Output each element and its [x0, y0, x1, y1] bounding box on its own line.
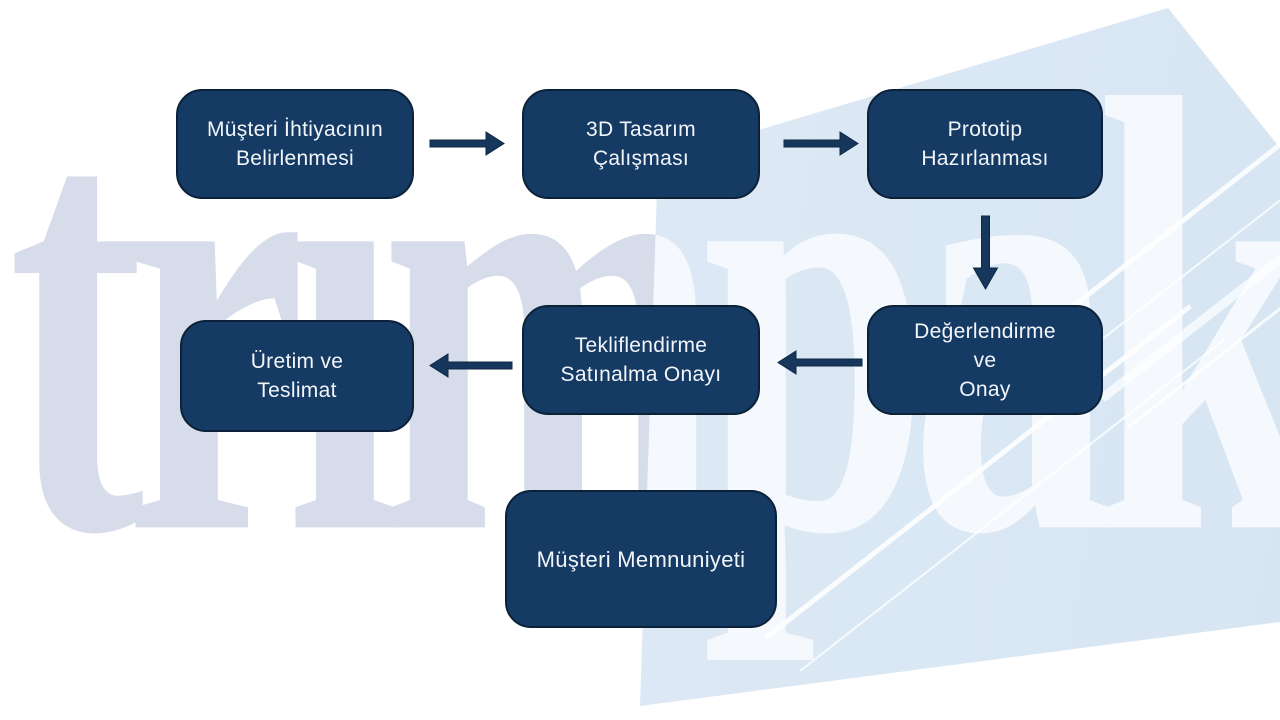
arrow-step5-to-step6: [429, 353, 513, 378]
flow-node-step-2: 3D Tasarım Çalışması: [522, 89, 760, 199]
flow-node-step-3: Prototip Hazırlanması: [867, 89, 1103, 199]
arrow-step2-to-step3: [783, 131, 859, 156]
flow-node-step-6-label: Üretim ve Teslimat: [250, 350, 344, 402]
flow-node-step-6: Üretim ve Teslimat: [180, 320, 414, 432]
flow-node-step-7-label: Müşteri Memnuniyeti: [536, 546, 746, 572]
flow-node-step-5: Tekliflendirme Satınalma Onayı: [522, 305, 760, 415]
arrow-step1-to-step2: [429, 131, 505, 156]
flow-node-step-3-label: Prototip Hazırlanması: [921, 118, 1049, 170]
flow-node-step-5-label: Tekliflendirme Satınalma Onayı: [560, 334, 722, 386]
arrow-step4-to-step5: [777, 350, 863, 375]
flow-node-step-2-label: 3D Tasarım Çalışması: [586, 118, 696, 170]
flow-node-step-1: Müşteri İhtiyacının Belirlenmesi: [176, 89, 414, 199]
flow-node-step-7: Müşteri Memnuniyeti: [505, 490, 777, 628]
arrow-step3-to-step4: [972, 215, 999, 291]
flow-node-step-1-label: Müşteri İhtiyacının Belirlenmesi: [206, 118, 384, 170]
flow-node-step-4: Değerlendirme ve Onay: [867, 305, 1103, 415]
flow-node-step-4-label: Değerlendirme ve Onay: [914, 319, 1056, 401]
